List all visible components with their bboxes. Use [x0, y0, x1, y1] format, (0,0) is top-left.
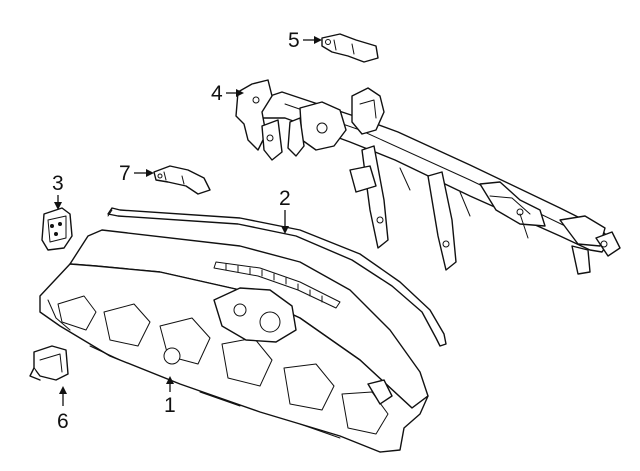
callout-7: 7: [119, 162, 154, 185]
callout-label-3: 3: [52, 172, 64, 195]
part-5-bracket: [321, 33, 379, 63]
callout-1: 1: [164, 376, 176, 417]
callout-label-6: 6: [57, 410, 69, 433]
part-3-bezel: [41, 207, 73, 251]
part-2-trim-strip: [107, 207, 447, 347]
callout-label-7: 7: [119, 162, 131, 185]
cross-car-beam: [235, 79, 621, 275]
callout-6: 6: [57, 386, 69, 433]
part-6-clip: [29, 345, 69, 381]
callout-2: 2: [279, 187, 291, 234]
callout-label-5: 5: [288, 29, 300, 52]
callout-label-1: 1: [164, 394, 176, 417]
callout-label-4: 4: [211, 82, 223, 105]
callout-3: 3: [52, 172, 64, 210]
callout-4: 4: [211, 82, 244, 105]
callout-label-2: 2: [279, 187, 291, 210]
part-1-instrument-panel: [39, 229, 429, 453]
part-7-bracket: [153, 165, 211, 195]
callout-5: 5: [288, 29, 322, 52]
